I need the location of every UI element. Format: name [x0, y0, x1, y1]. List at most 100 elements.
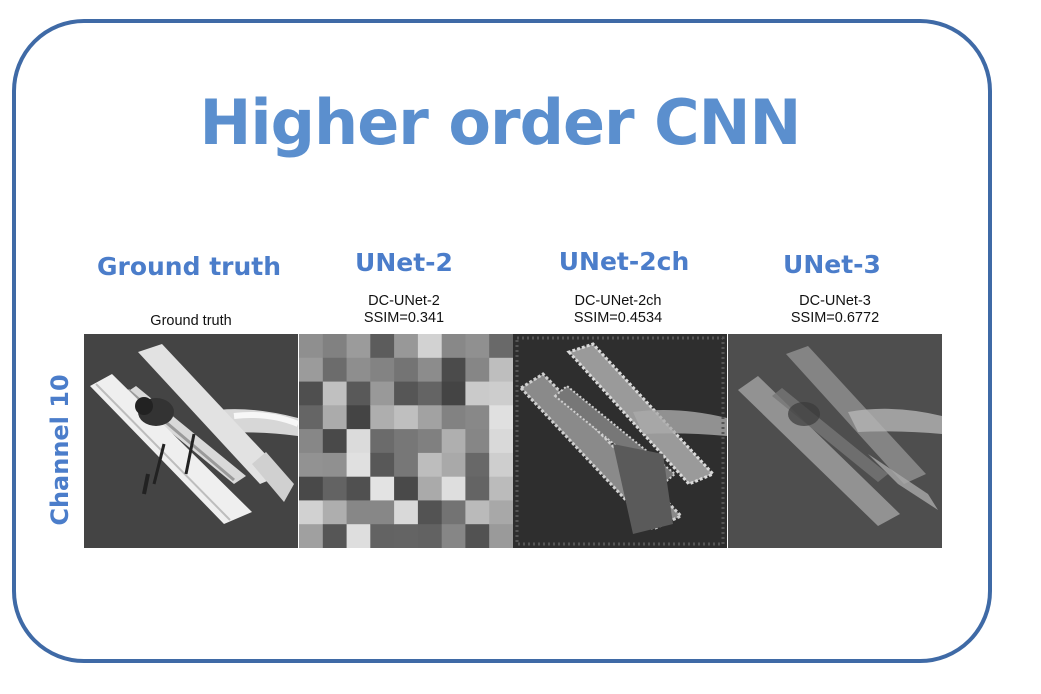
pixel-block	[370, 381, 395, 406]
heading-unet-2: UNet-2	[355, 248, 453, 277]
pixel-block	[489, 334, 513, 359]
pixel-block	[417, 524, 443, 548]
heading-unet-3: UNet-3	[783, 250, 881, 279]
pixel-block	[370, 357, 395, 383]
caption-ground-truth: Ground truth	[150, 313, 231, 330]
pixel-block	[322, 476, 348, 501]
caption-ssim: SSIM=0.6772	[790, 310, 880, 326]
pixel-block	[370, 334, 395, 359]
pixel-block	[346, 452, 371, 478]
pixel-block	[299, 452, 324, 478]
pixel-block	[322, 524, 348, 548]
pixel-block	[489, 524, 513, 548]
pixel-block	[417, 357, 443, 383]
pixel-block	[394, 357, 419, 383]
pixel-block	[346, 524, 371, 548]
pixel-block	[465, 500, 490, 525]
pixel-block	[346, 334, 371, 359]
caption-line1: DC-UNet-2ch	[574, 293, 662, 309]
pixel-block	[465, 524, 490, 548]
pixel-block	[394, 524, 419, 548]
image-ground-truth	[84, 334, 298, 548]
pixel-block	[417, 405, 443, 430]
pixel-block	[465, 334, 490, 359]
pixel-block	[394, 405, 419, 430]
image-unet-2	[299, 334, 513, 548]
pixel-block	[370, 452, 395, 478]
pixel-block	[441, 524, 466, 548]
slide-title: Higher order CNN	[199, 86, 802, 159]
pixel-block	[346, 381, 371, 406]
pixel-block	[417, 429, 443, 454]
pixel-block	[489, 476, 513, 501]
caption-unet-2: DC-UNet-2 SSIM=0.341	[364, 293, 444, 327]
pixel-block	[441, 429, 466, 454]
pixel-block	[489, 429, 513, 454]
pixel-block	[299, 405, 324, 430]
pixel-block	[370, 524, 395, 548]
pixel-block	[299, 334, 324, 359]
caption-line1: DC-UNet-3	[799, 293, 871, 309]
pixel-block	[417, 452, 443, 478]
pixel-block	[370, 429, 395, 454]
row-label-channel: Channel 10	[46, 374, 74, 526]
pixel-block	[370, 405, 395, 430]
pixel-block	[441, 500, 466, 525]
pixel-block	[394, 429, 419, 454]
pixel-block	[394, 334, 419, 359]
pixel-block	[489, 357, 513, 383]
caption-unet-3: DC-UNet-3 SSIM=0.6772	[791, 293, 879, 327]
pixel-block	[299, 429, 324, 454]
pixel-block	[465, 429, 490, 454]
pixel-block	[346, 500, 371, 525]
pixel-block	[417, 334, 443, 359]
pixel-block	[441, 405, 466, 430]
pixel-block	[417, 381, 443, 406]
pixel-block	[346, 476, 371, 501]
pixel-block	[299, 500, 324, 525]
pixel-block	[370, 476, 395, 501]
pixel-block	[346, 357, 371, 383]
caption-line1: DC-UNet-2	[368, 293, 440, 309]
pixel-block	[465, 405, 490, 430]
airplane-image	[84, 334, 298, 548]
pixel-block	[394, 452, 419, 478]
pixel-block	[346, 405, 371, 430]
pixel-block	[322, 334, 348, 359]
pixel-block	[489, 381, 513, 406]
pixel-block	[370, 500, 395, 525]
pixel-block	[322, 429, 348, 454]
caption-unet-2ch: DC-UNet-2ch SSIM=0.4534	[574, 293, 662, 327]
pixel-block	[465, 476, 490, 501]
pixel-block	[322, 357, 348, 383]
pixel-block	[299, 524, 324, 548]
caption-ssim: SSIM=0.4534	[573, 310, 663, 326]
pixel-block	[441, 476, 466, 501]
pixel-block	[299, 357, 324, 383]
pixel-block	[346, 429, 371, 454]
image-unet-3	[728, 334, 942, 548]
pixel-block	[299, 381, 324, 406]
pixel-block	[322, 452, 348, 478]
pixel-block	[465, 381, 490, 406]
heading-unet-2ch: UNet-2ch	[558, 247, 690, 276]
pixel-block	[299, 476, 324, 501]
pixel-block	[441, 381, 466, 406]
pixel-block	[441, 334, 466, 359]
pixel-block	[394, 381, 419, 406]
pixel-block	[489, 405, 513, 430]
pixel-block	[322, 500, 348, 525]
caption-ssim: SSIM=0.341	[363, 310, 445, 326]
pixel-block	[465, 357, 490, 383]
pixel-block	[441, 357, 466, 383]
pixel-block	[489, 500, 513, 525]
pixel-block	[394, 500, 419, 525]
blocky-reconstruction-image	[299, 334, 513, 548]
pixel-block	[465, 452, 490, 478]
caption-line1: Ground truth	[150, 313, 232, 329]
pixel-block	[489, 452, 513, 478]
image-unet-2ch	[513, 334, 727, 548]
pixel-block	[417, 476, 443, 501]
pixel-block	[322, 381, 348, 406]
heading-ground-truth: Ground truth	[96, 252, 282, 281]
